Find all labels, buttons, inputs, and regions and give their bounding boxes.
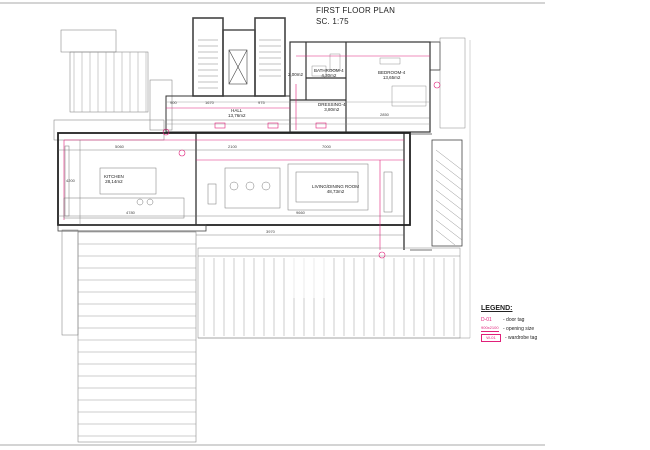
dim-7000: 7000 (322, 144, 332, 149)
plan-title: FIRST FLOOR PLAN (316, 6, 396, 15)
bedroom-wing (289, 37, 466, 133)
legend-label-opening: - opening size (503, 325, 535, 332)
wardrobe-tag-key: W-01 (481, 333, 501, 342)
room-dressing-name: DRESSING-4 (318, 102, 346, 107)
dim-5060: 5060 (115, 144, 125, 149)
room-kitchen-name: KITCHEN (104, 174, 124, 179)
dim-2100: 2100 (228, 144, 238, 149)
legend-row-opening: 900x2100 - opening size (481, 324, 571, 333)
right-stair (410, 133, 463, 251)
room-dressing: DRESSING-4 3,80m2 (318, 102, 346, 112)
room-kitchen: KITCHEN 28,14m2 (104, 174, 124, 184)
legend-label-door: - door tag (503, 316, 525, 323)
legend-row-wardrobe: W-01 - wardrobe tag (481, 333, 571, 342)
room-kitchen-area: 28,14m2 (105, 179, 123, 184)
dim-1670: 1670 (205, 100, 215, 105)
dim-4780: 4780 (126, 210, 136, 215)
room-bedroom-area: 13,65m2 (382, 75, 401, 80)
main-block (57, 132, 411, 250)
room-bathroom: BATHROOM-4 4,30m2 (314, 68, 344, 78)
dim-9660: 9660 (296, 210, 306, 215)
legend-title: LEGEND: (481, 305, 513, 312)
dim-3970: 3970 (266, 229, 276, 234)
dim-975: 975 (258, 100, 265, 105)
room-wc-area: 2,00m2 (288, 72, 304, 77)
room-bedroom: BEDROOM-4 13,65m2 (378, 70, 405, 80)
room-living: LIVING/DINING ROOM 48,73m2 (312, 184, 359, 194)
opening-size-key: 900x2100 (481, 325, 499, 332)
room-hall: HALL 13,76m2 (228, 108, 246, 118)
dim-900: 900 (170, 100, 177, 105)
door-tag-key: D-01 (481, 316, 492, 323)
room-living-name: LIVING/DINING ROOM (312, 184, 360, 189)
room-dressing-area: 3,80m2 (324, 107, 340, 112)
legend-label-wardrobe: - wardrobe tag (505, 334, 538, 341)
room-wc: 2,00m2 (288, 72, 303, 77)
bottom-deck (197, 247, 470, 339)
room-bathroom-area: 4,30m2 (321, 73, 337, 78)
top-left-terrace (53, 29, 173, 141)
room-hall-area: 13,76m2 (228, 113, 246, 118)
legend: LEGEND: D-01 - door tag 900x2100 - openi… (481, 305, 571, 342)
accent-lines (63, 55, 430, 250)
plan-scale: SC. 1:75 (316, 17, 349, 26)
hall-band (165, 95, 291, 133)
room-bedroom-name: BEDROOM-4 (378, 70, 406, 75)
legend-row-door: D-01 - door tag (481, 315, 571, 324)
room-hall-name: HALL (231, 108, 243, 113)
room-living-area: 48,73m2 (326, 189, 345, 194)
dim-2850: 2850 (380, 112, 390, 117)
stair-core (192, 17, 286, 97)
left-terrace (61, 229, 197, 443)
dim-4200: 4200 (66, 178, 76, 183)
room-bathroom-name: BATHROOM-4 (314, 68, 344, 73)
